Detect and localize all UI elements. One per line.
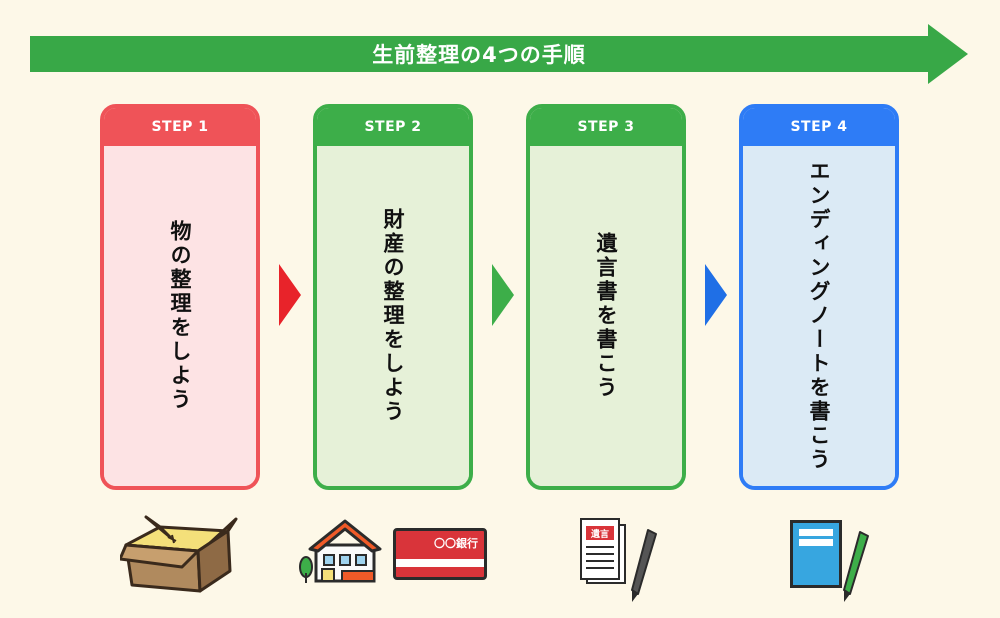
step-text: 財産の整理をしよう xyxy=(381,208,405,424)
step-label: STEP 1 xyxy=(104,108,256,146)
step-label: STEP 2 xyxy=(317,108,469,146)
connector-arrow-red-icon xyxy=(279,264,301,326)
connector-arrow-blue-icon xyxy=(705,264,727,326)
bankbook-label: 〇〇銀行 xyxy=(434,537,478,550)
green-pen-icon xyxy=(843,531,869,602)
will-label: 遺言 xyxy=(586,526,614,540)
connector-arrow-green-icon xyxy=(492,264,514,326)
step-label: STEP 3 xyxy=(530,108,682,146)
step-text: 物の整理をしよう xyxy=(168,220,192,412)
step-card-3: STEP 3 遺言書を書こう xyxy=(526,104,686,490)
step-text: 遺言書を書こう xyxy=(594,232,618,400)
notebook-with-pen-icon xyxy=(790,520,842,588)
bankbook-icon: 〇〇銀行 xyxy=(393,528,487,580)
step-text: エンディングノートを書こう xyxy=(807,160,831,472)
open-cardboard-box-icon xyxy=(120,515,238,593)
step-label: STEP 4 xyxy=(743,108,895,146)
page-title: 生前整理の4つの手順 xyxy=(372,43,586,67)
house-icon xyxy=(299,519,382,583)
pen-icon xyxy=(631,529,657,602)
step-card-1: STEP 1 物の整理をしよう xyxy=(100,104,260,490)
step-card-4: STEP 4 エンディングノートを書こう xyxy=(739,104,899,490)
banner-arrow xyxy=(30,24,968,84)
step-card-2: STEP 2 財産の整理をしよう xyxy=(313,104,473,490)
will-document-icon: 遺言 xyxy=(580,518,630,588)
